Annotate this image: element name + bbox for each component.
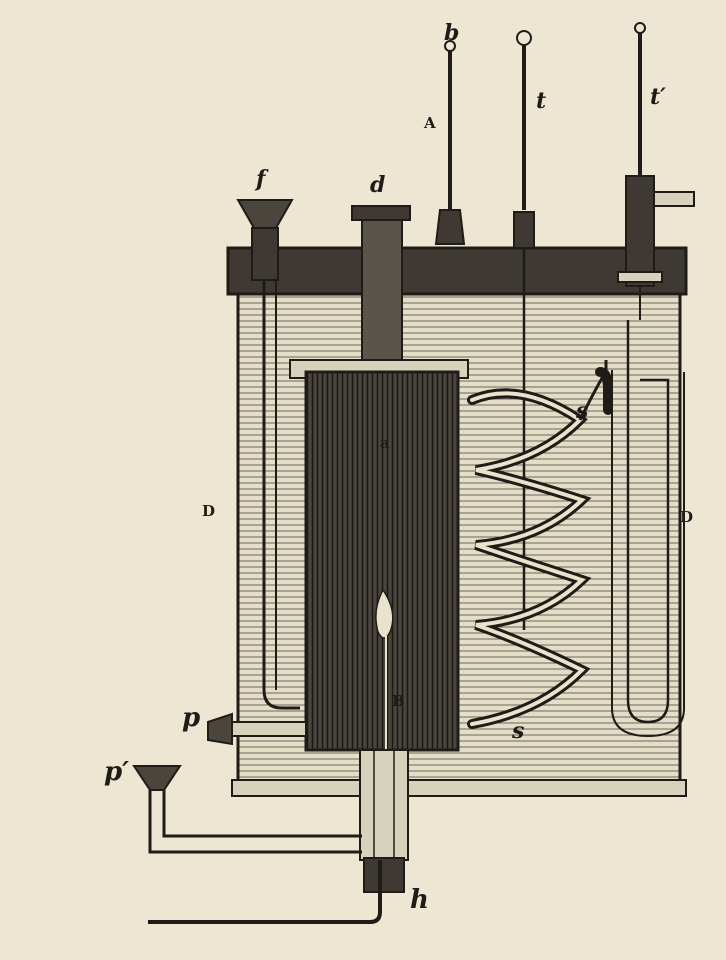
label-b: b [444,20,459,46]
combustion-chamber [289,359,469,760]
label-p: p [182,703,200,733]
label-s-lower: s [511,718,524,744]
label-p-prime: p′ [104,757,129,787]
label-D-right: D [680,508,693,526]
coil-riser [578,360,608,421]
vessel-base [231,779,687,797]
inlet-p-prime [132,765,362,854]
label-f: f [254,166,269,192]
label-t-prime: t′ [650,84,666,110]
label-h: h [410,885,429,915]
label-d: d [370,172,385,198]
thermometer-a [434,40,466,245]
thermometer-t-prime [617,22,695,320]
label-a: a [380,434,390,452]
label-D-left: D [202,502,215,520]
flame [375,588,394,639]
flue-tube-d [351,205,411,361]
burner-tube [359,749,409,893]
inlet-p [207,712,307,746]
gas-tube-h [148,860,382,924]
label-s-upper: s [575,398,588,424]
funnel-f [236,199,300,710]
spiral-coil-highlight [470,391,586,726]
u-tube-right-inner [611,370,685,738]
label-t: t [536,88,546,114]
u-tube-right [626,320,670,724]
label-B: B [392,692,405,710]
label-A: A [423,114,436,132]
